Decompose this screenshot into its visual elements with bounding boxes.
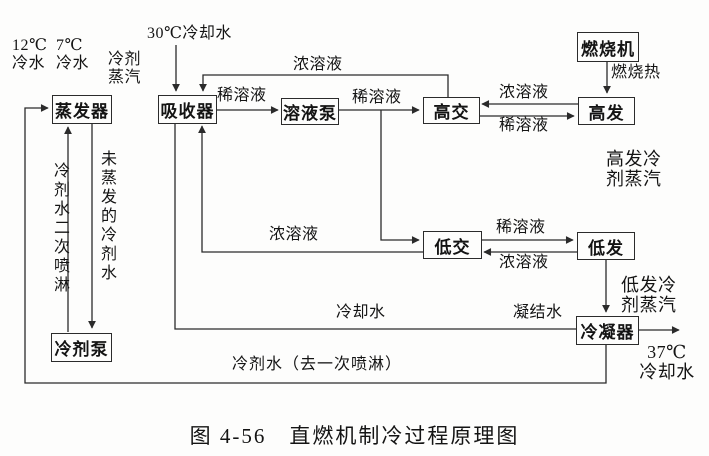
high-gen-vapor-label: 高发冷 剂蒸汽 <box>606 149 662 189</box>
refrigerant-pump-label: 冷剂泵 <box>54 340 109 359</box>
absorber-box: 吸收器 <box>158 95 217 124</box>
refrigerant-vapor-label: 冷剂 蒸汽 <box>108 51 142 86</box>
solution-pump-box: 溶液泵 <box>281 98 339 125</box>
solution-pump-label: 溶液泵 <box>283 104 337 123</box>
cooling-water-out-label: 37℃ 冷却水 <box>639 342 695 382</box>
line-strong-solution-top-return <box>199 74 449 97</box>
burner-box: 燃烧机 <box>577 32 639 62</box>
strong-solution-low-label: 浓溶液 <box>499 254 549 271</box>
chilled-water-in-label: 12℃ 冷水 <box>12 37 48 72</box>
condensate-label: 凝结水 <box>513 304 563 321</box>
line-cooling-water-to-condenser <box>174 122 576 330</box>
high-generator-label: 高发 <box>588 103 625 123</box>
low-gen-vapor-label: 低发冷 剂蒸汽 <box>621 275 677 315</box>
low-heat-exchanger-label: 低交 <box>434 237 471 257</box>
strong-solution-top-label: 浓溶液 <box>293 56 343 73</box>
refrigerant-pump-box: 冷剂泵 <box>51 333 112 362</box>
cooling-water-mid-label: 冷却水 <box>336 304 386 321</box>
low-generator-box: 低发 <box>577 232 635 260</box>
weak-solution-high-label: 稀溶液 <box>499 117 549 134</box>
weak-solution-absorber-label: 稀溶液 <box>217 87 267 104</box>
evaporator-box: 蒸发器 <box>52 95 112 124</box>
refrigerant-secondary-spray-label: 冷剂水二次喷淋 <box>51 162 68 295</box>
chilled-water-out-label: 7℃ 冷水 <box>56 37 90 72</box>
absorber-label: 吸收器 <box>160 102 215 121</box>
condenser-label: 冷凝器 <box>580 323 635 342</box>
strong-solution-return-label: 浓溶液 <box>269 226 319 243</box>
unevaporated-refrigerant-label: 未蒸发的冷剂水 <box>98 150 115 283</box>
refrigerant-primary-spray-label: 冷剂水（去一次喷淋） <box>232 356 403 373</box>
line-strong-solution-low-return <box>198 125 423 253</box>
high-heat-exchanger-box: 高交 <box>423 97 480 124</box>
burner-heat-label: 燃烧热 <box>611 64 661 81</box>
cooling-water-in-label: 30℃冷却水 <box>147 25 232 42</box>
burner-label: 燃烧机 <box>581 39 635 59</box>
evaporator-label: 蒸发器 <box>55 102 109 121</box>
strong-solution-high-label: 浓溶液 <box>499 84 549 101</box>
figure-caption: 图 4-56 直燃机制冷过程原理图 <box>189 424 520 448</box>
high-generator-box: 高发 <box>578 97 635 125</box>
low-generator-label: 低发 <box>588 238 624 258</box>
low-heat-exchanger-box: 低交 <box>423 231 482 259</box>
weak-solution-low-label: 稀溶液 <box>496 219 546 236</box>
weak-solution-pump-label: 稀溶液 <box>352 89 402 106</box>
line-refrigerant-water-loop <box>24 104 607 384</box>
condenser-box: 冷凝器 <box>576 316 639 345</box>
high-heat-exchanger-label: 高交 <box>433 103 470 122</box>
line-weak-solution-branch-to-lowhx <box>380 110 420 244</box>
